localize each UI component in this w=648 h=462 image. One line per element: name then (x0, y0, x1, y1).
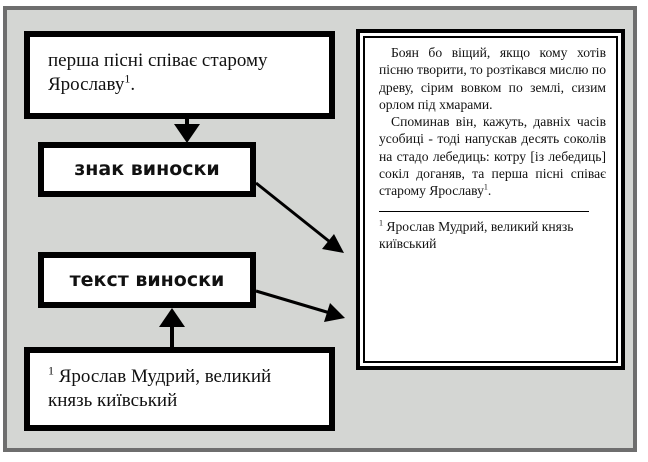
footnote-example-box: 1 Ярослав Мудрий, великий князь київськи… (24, 347, 335, 431)
footnote-sign-label: знак виноски (74, 158, 220, 180)
page-footnote-mark: 1 (483, 182, 488, 192)
footnote-example-text: Ярослав Мудрий, великий князь київський (48, 366, 272, 411)
arrow-up-icon (159, 308, 185, 347)
source-text: перша пісні співає старому Ярославу (48, 50, 268, 95)
page-footnote-text: Ярослав Мудрий, великий князь київський (379, 218, 574, 251)
arrow-down-icon (174, 119, 200, 143)
page-paragraph-1: Боян бо віщий, якщо кому хотів пісню тво… (379, 45, 606, 112)
page-content: Боян бо віщий, якщо кому хотів пісню тво… (364, 37, 617, 362)
page-paragraph-2-end: . (487, 183, 492, 199)
source-text-box: перша пісні співає старому Ярославу1. (24, 31, 335, 119)
footnote-text-box: текст виноски (38, 252, 256, 308)
footnote-sign-box: знак виноски (38, 142, 256, 197)
footnote-separator (379, 210, 589, 212)
page-paragraph-2-text: Споминав він, кажуть, давніх часів усоби… (379, 114, 606, 199)
footnote-number: 1 (48, 363, 54, 378)
page-paragraph-2: Споминав він, кажуть, давніх часів усоби… (379, 113, 606, 199)
footnote-mark: 1 (124, 71, 131, 86)
page-footnote-number: 1 (379, 218, 383, 228)
page-sample: Боян бо віщий, якщо кому хотів пісню тво… (356, 29, 625, 370)
arrow-to-footnote-icon (255, 289, 345, 322)
page-body: Боян бо віщий, якщо кому хотів пісню тво… (379, 44, 606, 200)
footnote-text-label: текст виноски (69, 269, 225, 291)
page-footnote: 1 Ярослав Мудрий, великий князь київськи… (379, 218, 606, 252)
arrow-to-sign-icon (255, 181, 344, 253)
source-text-end: . (130, 74, 136, 95)
